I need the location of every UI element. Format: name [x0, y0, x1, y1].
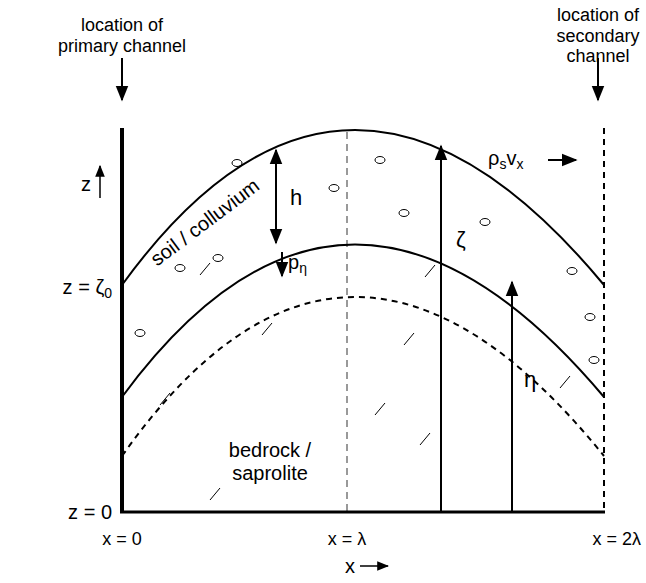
axis-arrow [360, 565, 388, 567]
primary-channel-line [120, 128, 124, 513]
elevation-tick-label: z = ζ0 [63, 276, 112, 299]
ground-surface [122, 130, 604, 285]
saprolite-front [122, 297, 604, 456]
flux-label: ρsvx [488, 147, 523, 170]
axis-arrow [99, 166, 101, 198]
elevation-label: ζ [456, 227, 466, 252]
axis-label: z [81, 173, 91, 196]
layer-label: bedrock / saprolite [190, 439, 350, 485]
soil-base [122, 245, 604, 398]
production-arrow [281, 252, 283, 276]
thickness-label: h [290, 185, 302, 210]
divide-line [346, 132, 348, 512]
pebbles [135, 157, 599, 364]
flux-arrow [548, 159, 576, 161]
axis-label: x [345, 555, 355, 578]
base-line [120, 511, 605, 514]
elevation-arrow [511, 282, 513, 512]
elevation-label: η [524, 367, 536, 392]
layer-label: soil / colluvium [146, 174, 264, 271]
channel-arrow [121, 58, 123, 100]
secondary-channel-line [603, 128, 605, 512]
position-tick-label: x = 0 [102, 529, 142, 550]
elevation-arrow [440, 146, 442, 512]
channel-label: location of primary channel [52, 15, 192, 56]
position-tick-label: x = 2λ [592, 529, 641, 550]
channel-label: location of secondary channel [523, 5, 646, 67]
production-label: pη [288, 251, 307, 274]
bedrock-hatching [160, 263, 570, 527]
thickness-arrow [275, 150, 277, 243]
position-tick-label: x = λ [328, 529, 367, 550]
elevation-tick-label: z = 0 [68, 501, 112, 524]
